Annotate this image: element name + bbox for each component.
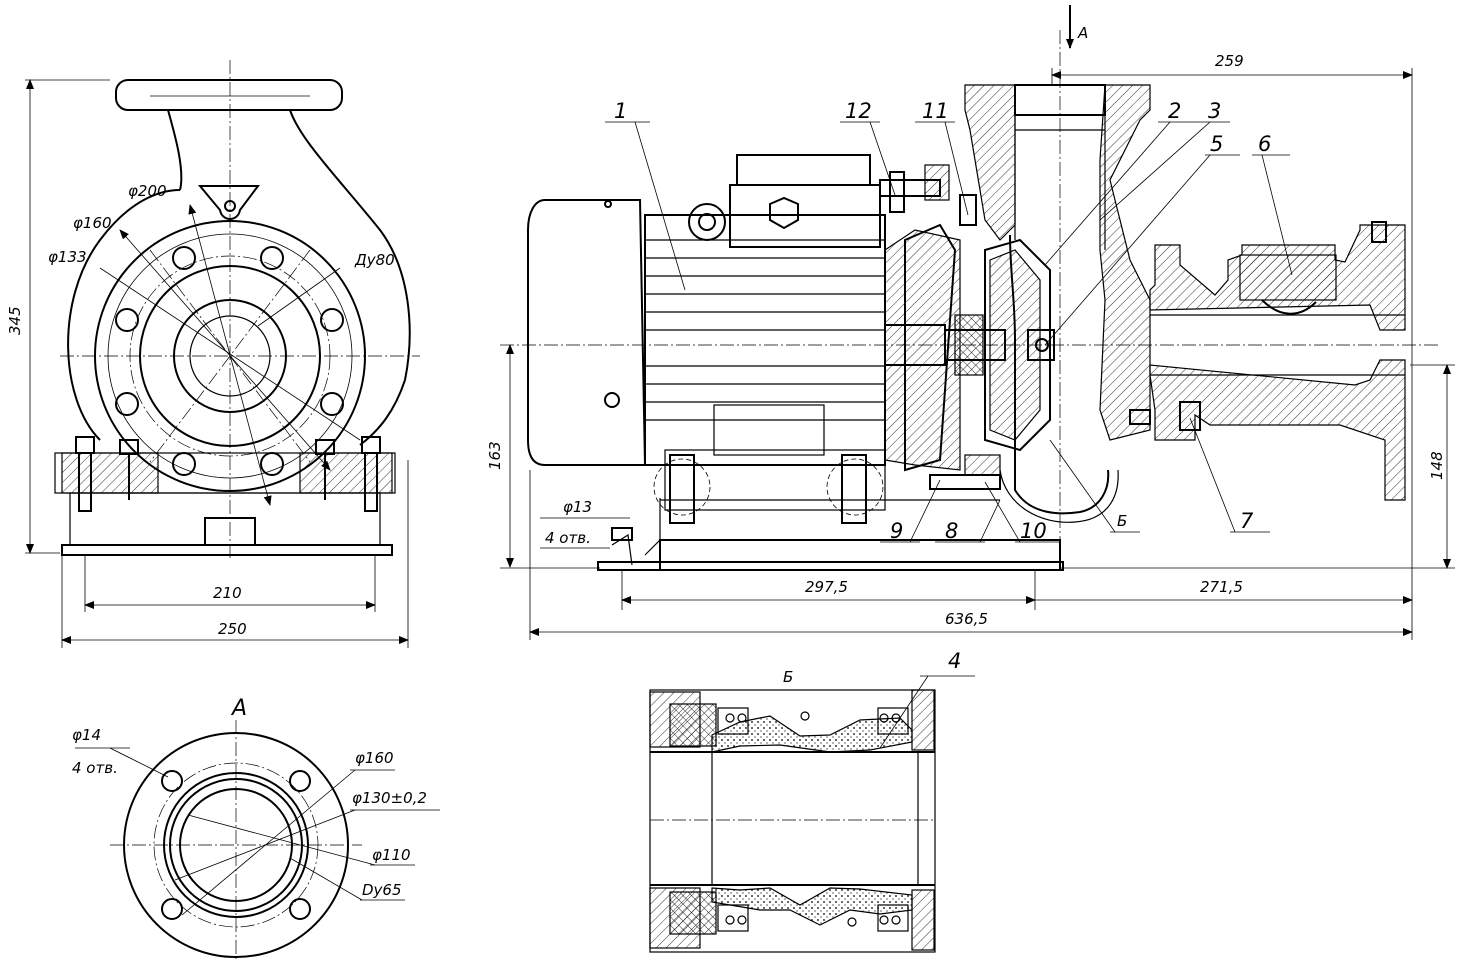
- front-view: φ200 φ160 φ133 Ду80 345 210 250: [6, 60, 420, 648]
- callout-6: 6: [1258, 132, 1271, 156]
- detail-b: Б 4: [649, 649, 975, 953]
- flange-bolt-holes: [115, 246, 344, 476]
- impeller: [984, 238, 1051, 452]
- callout-12: 12: [845, 99, 872, 123]
- callout-5: 5: [1210, 132, 1223, 156]
- detail-b-title: Б: [783, 668, 793, 686]
- seal-ring-bottom: [669, 891, 717, 935]
- callout-10: 10: [1020, 519, 1047, 543]
- hole-count: 4 отв.: [545, 529, 591, 547]
- callout-9: 9: [890, 519, 903, 543]
- hole-diameter: φ13: [563, 498, 592, 516]
- callout-1: 1: [614, 99, 627, 123]
- lantern-adapter: [884, 229, 961, 471]
- dim-width-250: 250: [218, 620, 247, 638]
- view-a-hole-count: 4 отв.: [72, 759, 118, 777]
- seal-ring-top: [669, 703, 717, 747]
- motor-body: [644, 214, 886, 466]
- dim-width-210: 210: [213, 584, 242, 602]
- callout-7: 7: [1240, 509, 1254, 533]
- view-a: А φ14 4 отв. φ160 φ130±0,2 φ110 Dу65: [72, 696, 440, 960]
- terminal-box: [729, 184, 881, 248]
- suction-lower-wall: [1149, 359, 1406, 501]
- callout-2: 2: [1168, 99, 1181, 123]
- casing-discharge-left: [964, 84, 1016, 241]
- dim-636-5: 636,5: [945, 610, 988, 628]
- view-a-title: А: [230, 696, 247, 721]
- view-a-dim-130: φ130±0,2: [352, 789, 427, 807]
- motor-fins: [645, 239, 885, 421]
- dim-diameter-160: φ160: [73, 214, 112, 232]
- motor-fan-cover: [527, 199, 647, 466]
- dim-dn80: Ду80: [354, 251, 395, 269]
- callout-3: 3: [1208, 99, 1221, 123]
- view-a-dim-160: φ160: [355, 749, 394, 767]
- view-a-dim-110: φ110: [372, 846, 411, 864]
- base-frame: [597, 561, 1064, 571]
- view-a-dim-dy65: Dу65: [362, 881, 402, 899]
- dim-259: 259: [1215, 52, 1244, 70]
- dim-diameter-133: φ133: [48, 248, 87, 266]
- view-a-dim-hole-14: φ14: [72, 726, 101, 744]
- bellows-bottom: [711, 887, 913, 926]
- callout-leaders: [605, 121, 1293, 543]
- callout-11: 11: [922, 99, 949, 123]
- dim-height-345: 345: [6, 306, 24, 335]
- detail-marker: Б: [1117, 512, 1127, 530]
- dim-297-5: 297,5: [805, 578, 848, 596]
- detail-b-callout-4: 4: [948, 649, 961, 673]
- dim-diameter-200: φ200: [128, 182, 167, 200]
- dim-163: 163: [486, 441, 504, 470]
- callout-8: 8: [945, 519, 958, 543]
- dim-271-5: 271,5: [1200, 578, 1243, 596]
- view-arrow-label: А: [1077, 24, 1088, 42]
- dim-148: 148: [1428, 451, 1446, 480]
- casing-right: [1099, 84, 1151, 441]
- side-view: А 259 163 148 297,5 271,5 636,5 φ13 4 от…: [486, 5, 1455, 640]
